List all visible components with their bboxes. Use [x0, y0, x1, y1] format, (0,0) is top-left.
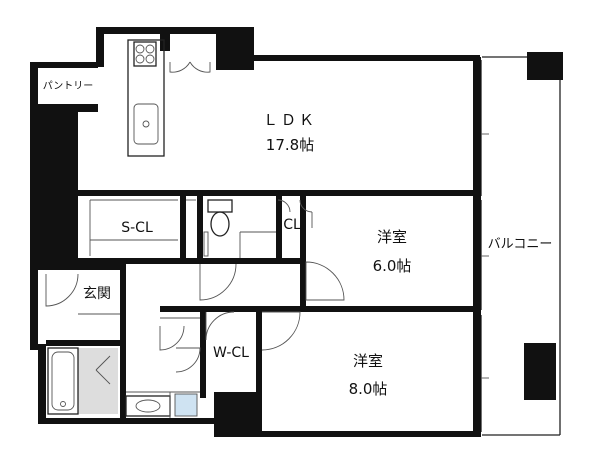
balcony-pillar-top: [527, 52, 563, 80]
closet-label: CL: [283, 217, 301, 233]
western-room-2-size: 8.0帖: [349, 380, 388, 398]
doors: [45, 61, 345, 373]
ldk-size: 17.8帖: [266, 136, 314, 154]
ldk-label: ＬＤＫ: [263, 111, 317, 129]
storage-closet-label: S-CL: [121, 220, 153, 236]
western-room-2-label: 洋室: [353, 352, 383, 370]
western-room-1-label: 洋室: [377, 228, 407, 246]
entrance-label: 玄関: [83, 285, 111, 302]
interior-walls: [38, 39, 474, 424]
toilet: [203, 199, 233, 257]
pantry-label: パントリー: [43, 80, 94, 92]
kitchen-sink: [133, 103, 159, 145]
storage-details: [78, 199, 276, 319]
balcony-pillar-bottom: [524, 343, 556, 400]
kitchen-counter: [127, 39, 165, 157]
walk-in-closet-label: W-CL: [213, 345, 249, 361]
western-room-1-size: 6.0帖: [373, 257, 412, 275]
balcony-area: [482, 52, 563, 436]
bathroom: [47, 347, 200, 418]
balcony-label: バルコニー: [488, 237, 553, 252]
stove: [133, 41, 157, 67]
